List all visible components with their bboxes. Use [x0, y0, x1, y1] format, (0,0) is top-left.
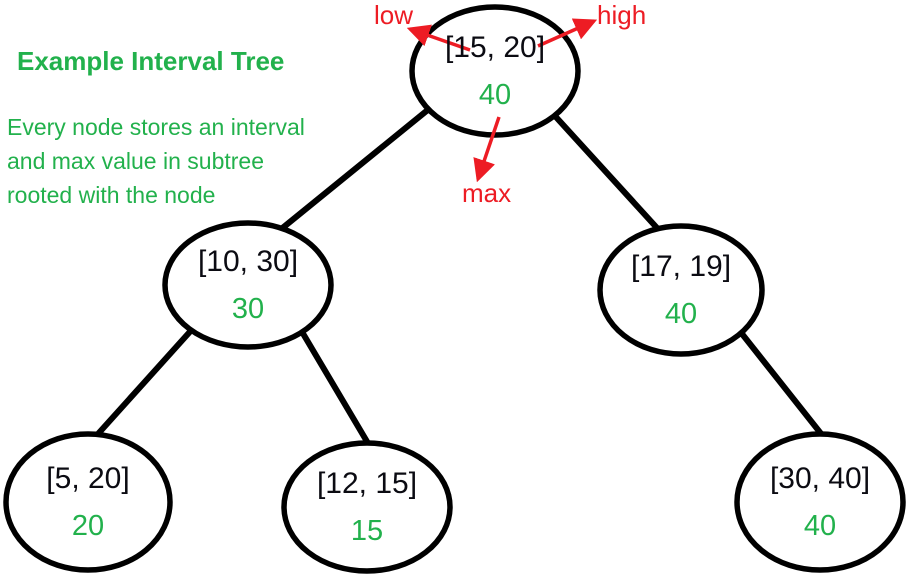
node-interval: [15, 20]: [444, 30, 546, 64]
node-max-value: 20: [71, 509, 105, 542]
high-label: high: [597, 0, 647, 30]
annotation-arrows: [406, 18, 598, 183]
node-max-value: 30: [231, 292, 265, 325]
tree-node-30-40: [30, 40] 40: [737, 434, 903, 570]
description-line-1: Every node stores an interval: [7, 114, 305, 140]
node-ellipse-17-19: [597, 223, 765, 357]
node-max-value: 15: [350, 514, 384, 547]
tree-node-ellipses: [3, 4, 906, 574]
tree-node-15-20: [15, 20] 40: [412, 7, 578, 135]
page-title: Example Interval Tree: [17, 46, 285, 76]
description-line-3: rooted with the node: [7, 182, 216, 208]
node-ellipse-30-40: [734, 431, 906, 573]
node-interval: [17, 19]: [630, 249, 732, 283]
node-interval: [30, 40]: [769, 461, 871, 495]
max-label: max: [462, 178, 512, 208]
node-ellipse-12-15: [281, 440, 453, 574]
edge-right-to-rightright: [732, 322, 833, 448]
edge-left-to-leftleft: [85, 312, 208, 448]
tree-node-12-15: [12, 15] 15: [284, 443, 450, 571]
node-ellipse-15-20: [409, 4, 581, 138]
node-max-value: 40: [803, 509, 837, 542]
edge-root-to-left-child: [277, 97, 443, 233]
low-arrow: [406, 24, 471, 52]
tree-node-10-30: [10, 30] 30: [165, 223, 331, 347]
edge-left-to-leftright: [292, 317, 375, 453]
tree-node-17-19: [17, 19] 40: [600, 226, 762, 354]
edge-root-to-right-child: [542, 102, 671, 243]
node-interval: [5, 20]: [46, 461, 130, 495]
node-interval: [12, 15]: [316, 466, 418, 500]
node-max-value: 40: [664, 297, 698, 330]
description-text: Every node stores an interval and max va…: [7, 110, 305, 212]
tree-node-5-20: [5, 20] 20: [6, 434, 170, 570]
description-line-2: and max value in subtree: [7, 148, 264, 174]
high-arrow: [537, 18, 598, 48]
tree-edges: [85, 97, 833, 453]
node-ellipse-5-20: [3, 431, 173, 573]
node-max-value: 40: [478, 78, 512, 111]
node-ellipse-10-30: [162, 220, 334, 350]
max-arrow: [473, 116, 501, 183]
low-label: low: [374, 0, 414, 30]
node-interval: [10, 30]: [197, 244, 299, 278]
